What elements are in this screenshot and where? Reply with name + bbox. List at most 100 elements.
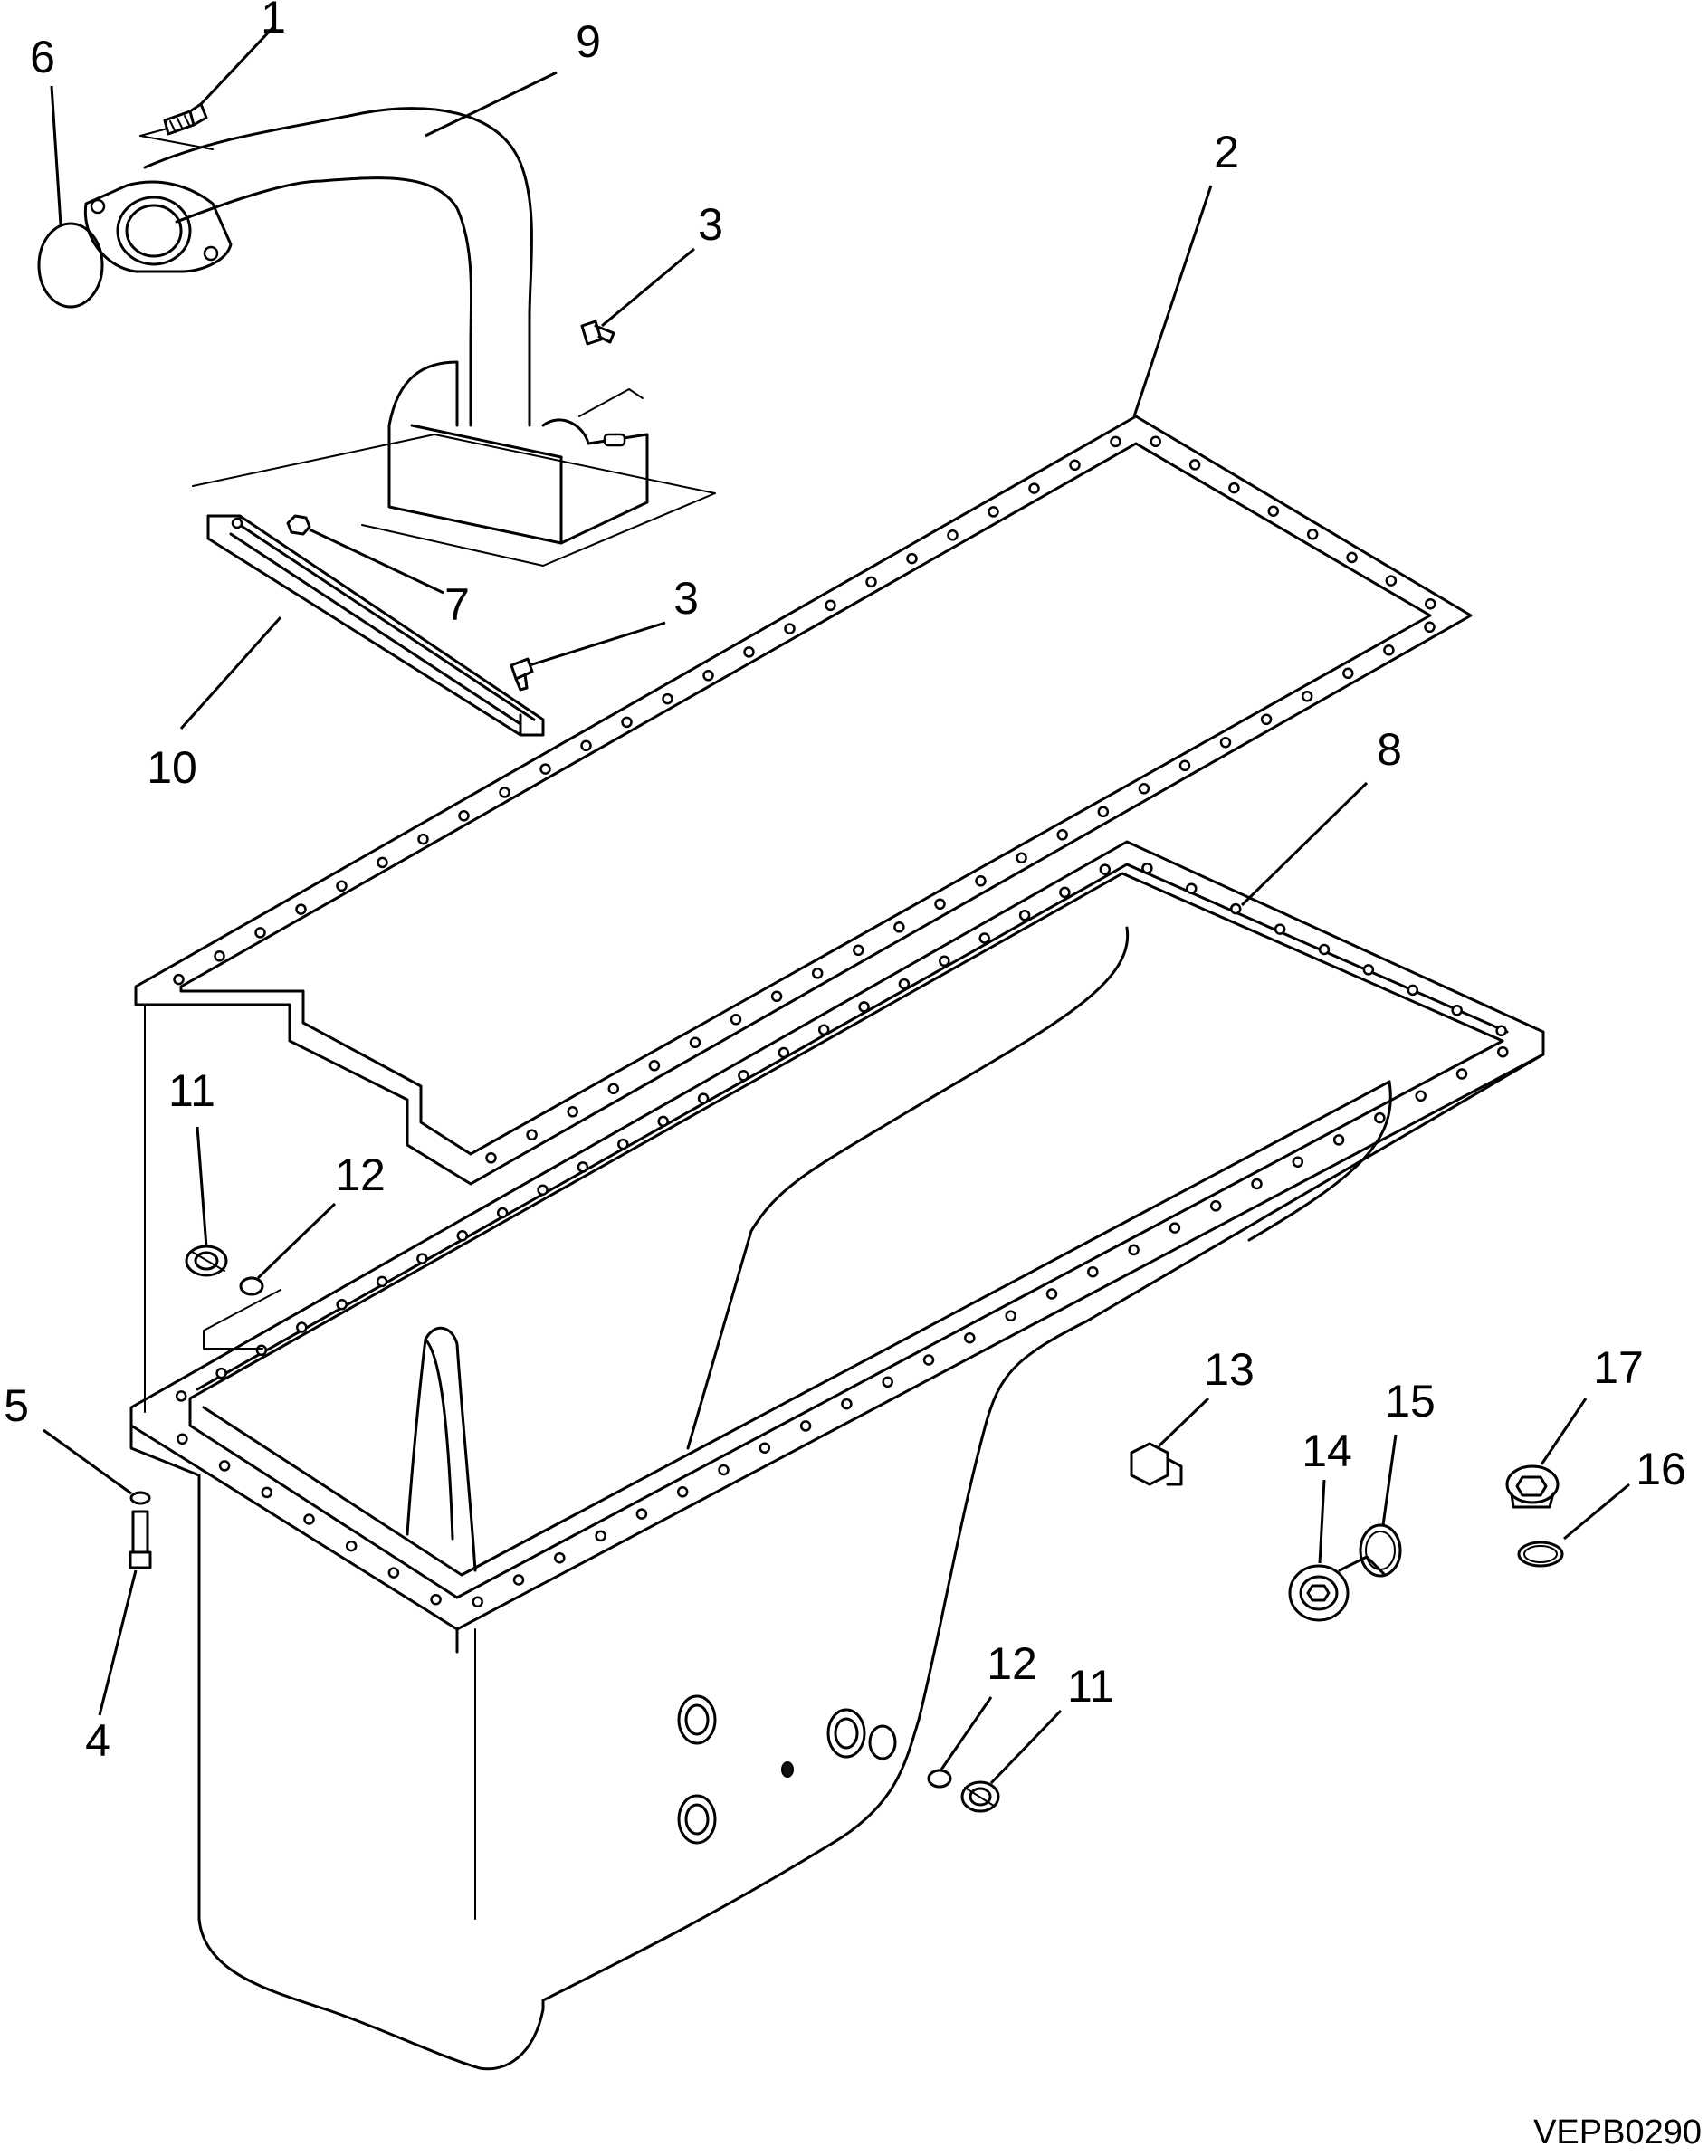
bolt-hole: [770, 990, 783, 1003]
oil-pan: [129, 840, 1545, 2071]
bolt-hole: [718, 1464, 730, 1476]
bracket-nut: [286, 514, 311, 536]
bolt-hole: [377, 856, 388, 869]
bolt-hole: [1228, 482, 1240, 494]
bolt-hole: [841, 1398, 853, 1410]
bolt-hole: [635, 1508, 648, 1520]
pipe-gasket: [37, 222, 104, 309]
bolt-hole: [580, 739, 592, 752]
bolt-hole: [893, 921, 905, 933]
bolt-hole: [430, 1593, 442, 1606]
bolt-hole: [345, 1540, 358, 1552]
bolt-hole: [336, 1298, 348, 1311]
callout-8: 8: [1377, 724, 1402, 775]
bolt-hole: [1306, 529, 1319, 540]
bolt-hole: [1188, 459, 1201, 471]
callout-13: 13: [1204, 1344, 1255, 1395]
bolt-hole: [1374, 1111, 1386, 1124]
bolt-hole: [865, 576, 877, 588]
bolt-hole: [1099, 863, 1112, 875]
bolt-hole: [1141, 862, 1153, 874]
bolt-hole: [1318, 943, 1331, 956]
bolt-hole: [947, 529, 959, 541]
bolt-hole: [1169, 1222, 1181, 1234]
bolt-hole: [1069, 459, 1081, 472]
bolt-hole: [1150, 435, 1161, 448]
bolt-hole: [1451, 1005, 1463, 1016]
drain-plug-large: [1288, 1555, 1387, 1622]
bolt-hole: [1178, 759, 1191, 772]
bolt-hole: [417, 833, 429, 845]
bolt-hole: [303, 1513, 315, 1525]
callout-14: 14: [1302, 1426, 1352, 1476]
filler-plug: [1505, 1464, 1560, 1509]
callout-3a: 3: [698, 199, 723, 250]
o-ring-15-inner: [1365, 1531, 1396, 1570]
bolt-hole: [1229, 902, 1242, 915]
bolt-hole: [858, 1001, 870, 1013]
bolt-hole: [1455, 1068, 1468, 1080]
callout-11b: 11: [1067, 1661, 1114, 1712]
callout-16: 16: [1636, 1444, 1686, 1494]
bolt-hole: [817, 1024, 830, 1035]
bolt-hole: [778, 1046, 790, 1059]
bolt-hole: [1018, 909, 1031, 921]
bolt-hole: [1274, 923, 1286, 935]
callout-2: 2: [1214, 127, 1239, 177]
bolt-hole: [595, 1530, 606, 1542]
bolt-hole: [1497, 1045, 1509, 1058]
callout-11a: 11: [168, 1065, 215, 1116]
bolt-hole: [177, 1433, 188, 1445]
bolt-hole: [988, 506, 999, 518]
bolt-hole: [607, 1083, 620, 1095]
bolt-hole: [567, 1106, 578, 1118]
bolt-hole: [657, 1115, 669, 1128]
bolt-hole: [1301, 691, 1313, 702]
bolt-hole: [1219, 737, 1232, 749]
callout-6: 6: [30, 32, 55, 82]
bolt-hole: [496, 1207, 509, 1219]
bolt-hole: [934, 898, 946, 911]
bolt-hole: [1267, 505, 1280, 517]
bolt-hole: [621, 716, 633, 729]
bolt-hole: [738, 1070, 749, 1082]
callout-5: 5: [4, 1380, 29, 1431]
o-ring-upper-guide: [203, 1289, 281, 1331]
bolt-hole: [811, 968, 824, 979]
callout-10: 10: [147, 742, 197, 793]
callout-9: 9: [576, 16, 601, 67]
bolt-hole: [458, 810, 470, 822]
bolt-hole: [882, 1376, 893, 1388]
bolt-hole: [456, 1230, 469, 1242]
callout-12b: 12: [987, 1638, 1037, 1689]
pan-bolt-washer: [129, 1491, 151, 1505]
bolt-hole: [676, 1486, 689, 1498]
bolt-hole: [539, 763, 551, 775]
bolt-hole: [512, 1574, 525, 1586]
bolt-hole: [1251, 1178, 1263, 1190]
bolt-hole: [662, 692, 673, 705]
bolt-hole: [1362, 964, 1375, 976]
bolt-hole: [759, 1442, 771, 1454]
level-plug: [1130, 1442, 1183, 1486]
bolt-hole: [1332, 1134, 1345, 1146]
bolt-hole: [978, 932, 990, 944]
bolt-hole: [472, 1596, 483, 1608]
bolt-hole: [975, 875, 987, 887]
bolt-hole: [1005, 1310, 1016, 1322]
bolt-hole: [416, 1253, 428, 1264]
bolt-hole: [1495, 1025, 1507, 1037]
bolt-hole: [1209, 1200, 1222, 1212]
bolt-hole: [784, 623, 796, 634]
bolt-hole: [825, 599, 836, 612]
bolt-hole: [1292, 1156, 1304, 1168]
bolt-hole: [218, 1460, 231, 1472]
suction-pipe: [83, 107, 716, 567]
bolt-hole: [617, 1138, 629, 1150]
callout-7: 7: [444, 579, 470, 630]
bolt-hole: [922, 1354, 935, 1366]
o-ring-15: [1359, 1523, 1402, 1578]
bolt-hole: [906, 552, 918, 565]
drain-plug-upper: [185, 1245, 228, 1277]
